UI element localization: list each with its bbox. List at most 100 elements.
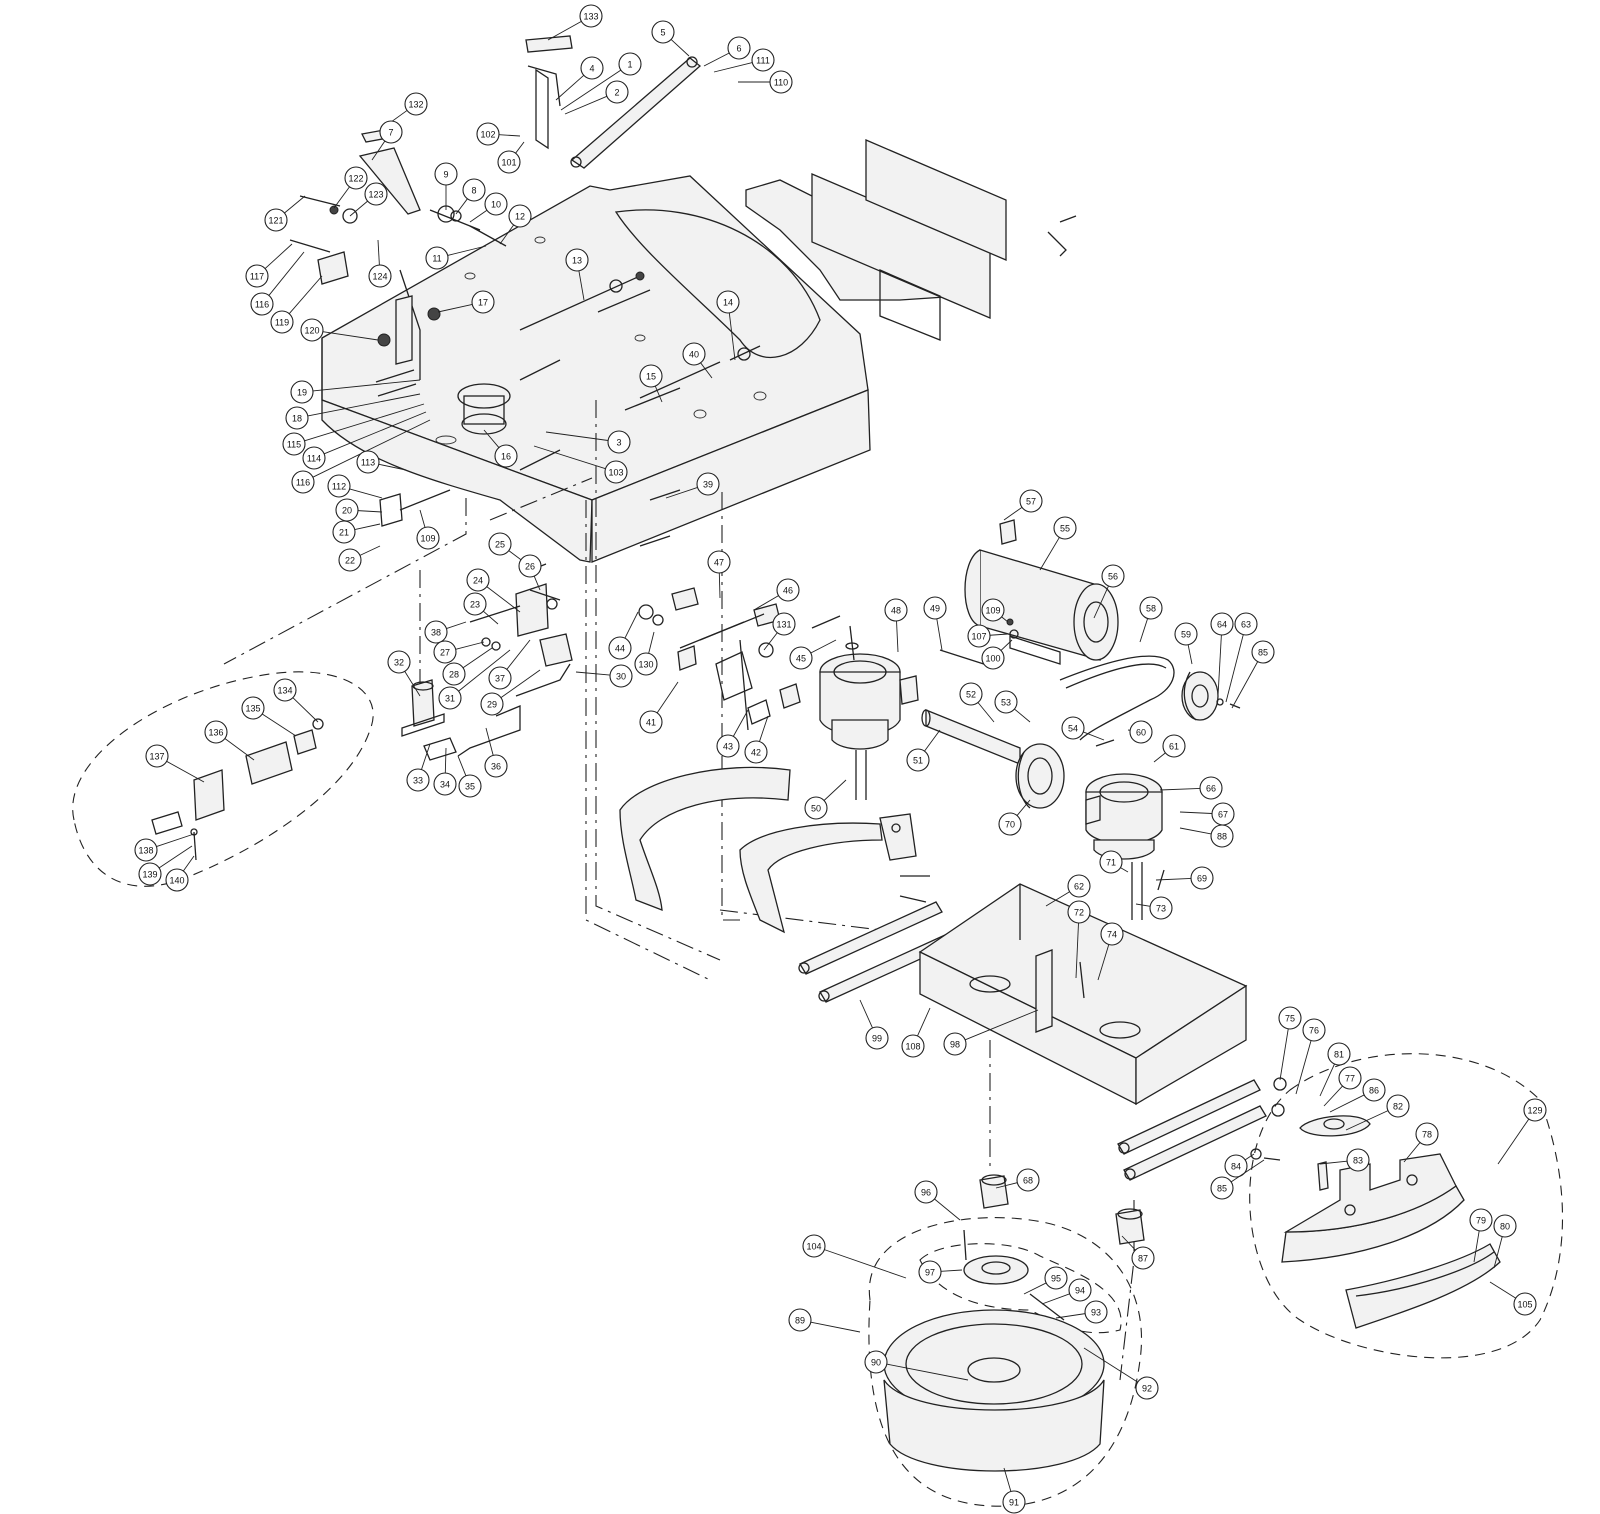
callout-bubble — [716, 290, 740, 314]
callout-number: 33 — [413, 776, 423, 786]
callout-bubble — [1101, 564, 1125, 588]
callout-bubble — [901, 1034, 925, 1058]
callout-bubble — [682, 342, 706, 366]
part-callout-67: 67 — [1179, 802, 1235, 826]
part-callout-85: 85 — [1231, 640, 1275, 709]
brush-assembly — [868, 1217, 1142, 1507]
callout-number: 94 — [1075, 1286, 1085, 1296]
part-callout-61: 61 — [1153, 734, 1186, 763]
callout-leader-line — [1003, 506, 1023, 521]
part-callout-73: 73 — [1135, 896, 1173, 920]
part-callout-116: 116 — [250, 251, 305, 316]
part-callout-83: 83 — [1319, 1148, 1370, 1172]
callout-leader-line — [458, 649, 511, 692]
part-callout-71: 71 — [1099, 850, 1129, 874]
part-callout-90: 90 — [864, 1350, 969, 1381]
callout-bubble — [488, 666, 512, 690]
part-callout-47: 47 — [707, 550, 731, 599]
callout-bubble — [387, 650, 411, 674]
callout-leader-line — [940, 1269, 963, 1272]
callout-number: 35 — [465, 782, 475, 792]
callout-bubble — [497, 150, 521, 174]
part-callout-7: 7 — [371, 120, 403, 161]
callout-bubble — [138, 862, 162, 886]
callout-number: 43 — [723, 742, 733, 752]
callout-number: 54 — [1068, 724, 1078, 734]
callout-number: 17 — [478, 298, 488, 308]
callout-bubble — [605, 80, 629, 104]
callout-leader-line — [483, 429, 500, 448]
callout-number: 30 — [616, 672, 626, 682]
callout-leader-line — [924, 729, 941, 752]
part-callout-51: 51 — [906, 729, 941, 772]
callout-leader-line — [469, 209, 488, 223]
callout-leader-line — [1295, 1040, 1312, 1095]
part-callout-63: 63 — [1225, 612, 1258, 703]
callout-leader-line — [1121, 1235, 1136, 1251]
callout-number: 26 — [525, 562, 535, 572]
callout-leader-line — [486, 586, 521, 613]
callout-number: 23 — [470, 600, 480, 610]
callout-bubble — [356, 450, 380, 474]
callout-number: 72 — [1074, 908, 1084, 918]
callout-number: 73 — [1156, 904, 1166, 914]
callout-number: 132 — [408, 100, 423, 110]
callout-number: 121 — [268, 216, 283, 226]
callout-number: 81 — [1334, 1050, 1344, 1060]
callout-leader-line — [732, 709, 749, 737]
callout-leader-line — [307, 393, 421, 417]
part-callout-69: 69 — [1155, 866, 1214, 890]
part-callout-85: 85 — [1210, 1159, 1265, 1200]
part-callout-105: 105 — [1489, 1281, 1537, 1316]
linkage-assembly — [401, 563, 573, 761]
drive-motor — [939, 519, 1119, 667]
callout-bubble — [943, 1032, 967, 1056]
callout-leader-line — [462, 647, 493, 669]
callout-number: 117 — [250, 272, 264, 282]
callout-leader-line — [896, 620, 899, 653]
callout-number: 3 — [616, 438, 621, 448]
callout-number: 57 — [1026, 497, 1036, 507]
callout-number: 16 — [501, 452, 511, 462]
callout-bubble — [789, 646, 813, 670]
callout-number: 52 — [966, 690, 976, 700]
callout-bubble — [425, 246, 449, 270]
callout-number: 116 — [296, 478, 310, 488]
callout-leader-line — [1045, 891, 1070, 907]
callout-bubble — [1068, 1278, 1092, 1302]
callout-bubble — [618, 52, 642, 76]
part-callout-112: 112 — [327, 474, 383, 499]
part-callout-18: 18 — [285, 393, 421, 430]
part-callout-114: 114 — [302, 411, 427, 470]
callout-number: 31 — [445, 694, 455, 704]
callout-number: 62 — [1074, 882, 1084, 892]
part-callout-89: 89 — [788, 1308, 861, 1333]
callout-bubble — [1044, 1266, 1068, 1290]
callout-bubble — [1149, 896, 1173, 920]
callout-bubble — [264, 208, 288, 232]
callout-leader-line — [763, 632, 778, 651]
callout-leader-line — [1323, 1085, 1343, 1107]
callout-leader-line — [533, 575, 541, 591]
callout-leader-line — [1179, 811, 1213, 814]
callout-number: 99 — [872, 1034, 882, 1044]
callout-bubble — [884, 598, 908, 622]
callout-leader-line — [728, 312, 736, 361]
part-callout-113: 113 — [356, 450, 407, 474]
callout-leader-line — [359, 545, 381, 556]
callout-number: 22 — [345, 556, 355, 566]
callout-bubble — [466, 568, 490, 592]
callout-number: 66 — [1206, 784, 1216, 794]
callout-number: 46 — [783, 586, 793, 596]
callout-number: 116 — [255, 300, 269, 310]
callout-leader-line — [455, 641, 485, 650]
callout-number: 55 — [1060, 524, 1070, 534]
part-callout-64: 64 — [1210, 612, 1234, 697]
callout-bubble — [1135, 1376, 1159, 1400]
part-callout-27: 27 — [433, 640, 485, 664]
callout-leader-line — [377, 239, 380, 266]
callout-leader-line — [545, 431, 609, 441]
part-callout-58: 58 — [1139, 596, 1163, 643]
part-callout-137: 137 — [145, 744, 205, 783]
callout-leader-line — [1345, 1110, 1389, 1131]
